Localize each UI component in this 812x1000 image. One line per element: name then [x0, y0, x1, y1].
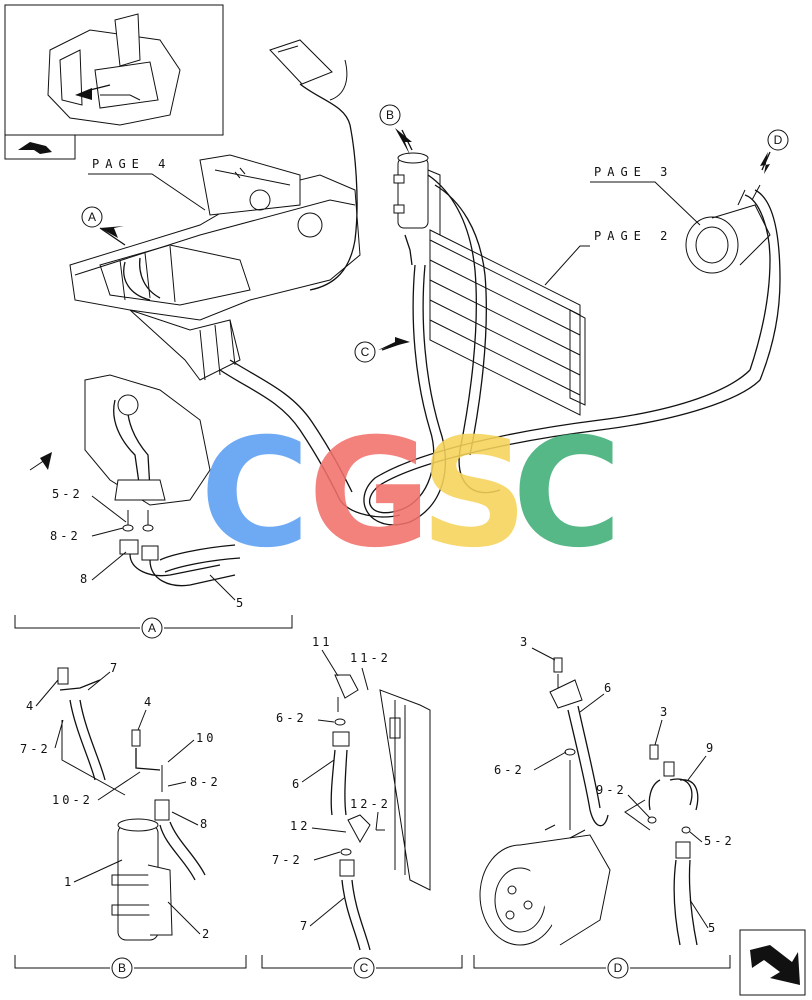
svg-text:1: 1 — [64, 875, 74, 889]
svg-text:8-2: 8-2 — [190, 775, 221, 789]
compressor-upper — [685, 184, 781, 381]
view-d-marker: D — [767, 129, 789, 151]
svg-text:3: 3 — [660, 705, 670, 719]
condenser — [429, 229, 586, 416]
svg-text:9-2: 9-2 — [596, 783, 627, 797]
svg-text:3: 3 — [520, 635, 530, 649]
svg-text:C: C — [360, 961, 369, 975]
svg-text:8-2: 8-2 — [50, 529, 81, 543]
svg-text:6-2: 6-2 — [276, 711, 307, 725]
svg-text:4: 4 — [144, 695, 154, 709]
view-c-arrow-icon — [378, 337, 410, 350]
view-c-detail — [330, 674, 431, 951]
svg-text:PAGE 3: PAGE 3 — [594, 165, 673, 179]
bolt-icon — [553, 657, 563, 673]
bolt-icon — [131, 729, 141, 747]
view-a-marker: A — [81, 206, 103, 228]
svg-text:B: B — [118, 961, 126, 975]
arrow-icon — [75, 88, 92, 100]
view-a-arrow-icon — [100, 226, 124, 238]
left-lower-assembly — [29, 374, 211, 532]
view-pointers — [99, 128, 771, 351]
svg-text:B: B — [386, 108, 394, 122]
svg-text:7-2: 7-2 — [20, 742, 51, 756]
svg-text:5-2: 5-2 — [52, 487, 83, 501]
main-hose-runs — [219, 174, 761, 526]
page-ref-2: PAGE 2 — [544, 229, 673, 286]
svg-text:A: A — [88, 210, 96, 224]
svg-text:5-2: 5-2 — [704, 834, 735, 848]
view-b-marker: B — [379, 104, 401, 126]
svg-text:5: 5 — [708, 921, 718, 935]
view-a-hose-fitting — [119, 539, 241, 587]
view-b-callouts: 7 4 7-2 4 10 8-2 10-2 8 1 2 — [20, 661, 221, 941]
svg-text:2: 2 — [202, 927, 212, 941]
next-page-arrow-icon[interactable] — [750, 945, 800, 985]
bolt-icon — [649, 744, 659, 760]
svg-text:5: 5 — [236, 596, 246, 610]
receiver-drier-upper — [393, 152, 441, 266]
direction-arrow-icon — [40, 452, 52, 470]
watermark-letter-1: C — [200, 407, 310, 581]
view-arrow-icon — [18, 142, 52, 154]
svg-text:12: 12 — [290, 819, 310, 833]
view-c-callouts: 11 11-2 6-2 6 12-2 12 7-2 7 — [272, 635, 391, 933]
svg-text:7: 7 — [110, 661, 120, 675]
watermark-letter-4: C — [512, 407, 622, 581]
svg-text:7-2: 7-2 — [272, 853, 303, 867]
svg-text:6: 6 — [292, 777, 302, 791]
view-d-callouts: 3 6 3 9 6-2 9-2 5-2 5 — [494, 635, 735, 935]
bolt-icon — [57, 667, 69, 685]
svg-text:7: 7 — [300, 919, 310, 933]
view-b-detail — [57, 667, 206, 941]
view-d-bracket: D — [473, 955, 731, 979]
svg-text:10: 10 — [196, 731, 216, 745]
locator-inset — [4, 4, 224, 160]
svg-text:D: D — [774, 133, 783, 147]
svg-text:C: C — [361, 345, 370, 359]
svg-text:10-2: 10-2 — [52, 793, 93, 807]
view-b-bracket: B — [14, 955, 247, 979]
svg-text:11: 11 — [312, 635, 332, 649]
svg-text:6-2: 6-2 — [494, 763, 525, 777]
svg-text:9: 9 — [706, 741, 716, 755]
svg-text:8: 8 — [200, 817, 210, 831]
control-unit — [269, 39, 358, 291]
svg-text:11-2: 11-2 — [350, 651, 391, 665]
view-a-callouts: 5-2 8-2 8 5 — [50, 487, 246, 610]
svg-text:PAGE 2: PAGE 2 — [594, 229, 673, 243]
svg-text:A: A — [148, 621, 156, 635]
svg-text:12-2: 12-2 — [350, 797, 391, 811]
page-ref-3: PAGE 3 — [590, 165, 701, 226]
view-c-marker: C — [354, 341, 376, 363]
svg-text:PAGE 4: PAGE 4 — [92, 157, 171, 171]
view-d-detail — [479, 657, 699, 946]
watermark: C G S C — [200, 407, 622, 581]
next-page-nav[interactable] — [739, 929, 806, 996]
view-c-bracket: C — [261, 955, 463, 979]
watermark-letter-2: G — [308, 407, 431, 581]
hvac-frame-assembly — [69, 154, 361, 381]
page-ref-4: PAGE 4 — [88, 157, 206, 211]
watermark-letter-3: S — [420, 407, 528, 581]
svg-text:8: 8 — [80, 572, 90, 586]
svg-text:4: 4 — [26, 699, 36, 713]
view-a-bracket: A — [14, 615, 293, 639]
svg-text:D: D — [614, 961, 623, 975]
view-b-arrow-icon — [395, 128, 412, 155]
svg-text:6: 6 — [604, 681, 614, 695]
